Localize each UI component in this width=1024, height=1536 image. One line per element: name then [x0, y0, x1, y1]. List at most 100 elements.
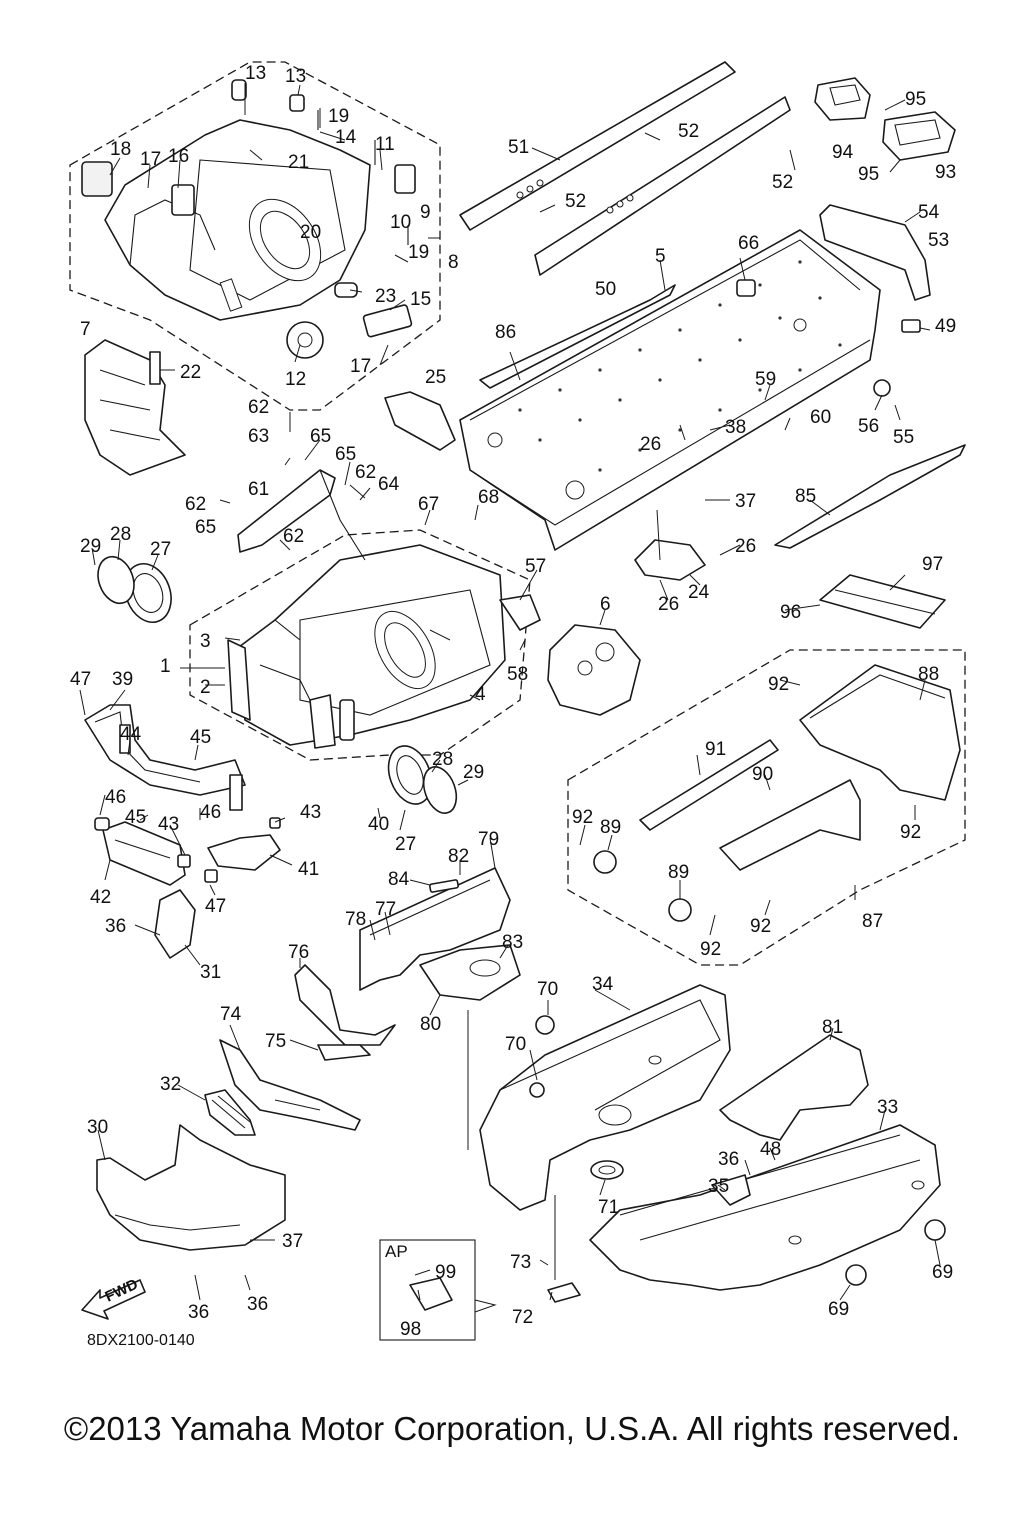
callout-78: 78 — [345, 909, 366, 930]
callout-51: 51 — [508, 137, 529, 158]
callout-40: 40 — [368, 814, 389, 835]
callout-25: 25 — [425, 367, 446, 388]
callout-44: 44 — [120, 724, 142, 745]
callout-26c: 26 — [658, 594, 679, 615]
ap-inset-label: AP — [385, 1242, 408, 1261]
callout-43b: 43 — [300, 802, 321, 823]
callout-20: 20 — [300, 222, 321, 243]
callout-35: 35 — [708, 1176, 729, 1197]
lower-right-group — [589, 1034, 946, 1291]
callout-91: 91 — [705, 739, 726, 760]
diagram-code: 8DX2100-0140 — [87, 1332, 195, 1349]
callout-42: 42 — [90, 887, 111, 908]
lower-center-group — [479, 984, 731, 1211]
callout-27a: 27 — [150, 539, 171, 560]
callout-65b: 65 — [335, 444, 356, 465]
callout-92d: 92 — [750, 916, 771, 937]
callout-43a: 43 — [158, 814, 179, 835]
callout-69b: 69 — [828, 1299, 849, 1320]
callout-57: 57 — [525, 556, 546, 577]
callout-23: 23 — [375, 286, 396, 307]
side-panels-center-group — [359, 867, 521, 1001]
callout-36a: 36 — [105, 916, 126, 937]
callout-37b: 37 — [282, 1231, 303, 1252]
callout-39: 39 — [112, 669, 133, 690]
callout-66: 66 — [738, 233, 759, 254]
callout-14: 14 — [335, 127, 357, 148]
callout-77: 77 — [375, 899, 396, 920]
callout-98: 98 — [400, 1319, 421, 1340]
callout-56: 56 — [858, 416, 879, 437]
callout-6: 6 — [600, 594, 611, 615]
callout-62a: 62 — [248, 397, 269, 418]
callout-17b: 17 — [350, 356, 371, 377]
callout-76: 76 — [288, 942, 309, 963]
tunnel-rivets — [518, 260, 842, 472]
callout-17a: 17 — [140, 149, 161, 170]
callout-22: 22 — [180, 362, 201, 383]
callout-97: 97 — [922, 554, 943, 575]
bumper-group — [84, 704, 281, 959]
callout-15: 15 — [410, 289, 431, 310]
callout-11: 11 — [375, 134, 395, 155]
callout-31: 31 — [200, 962, 221, 983]
callout-84: 84 — [388, 869, 410, 890]
callout-45b: 45 — [125, 807, 146, 828]
callout-70b: 70 — [505, 1034, 526, 1055]
callout-45a: 45 — [190, 727, 211, 748]
callout-92c: 92 — [900, 822, 921, 843]
leader-lines — [79, 83, 941, 1301]
callout-88: 88 — [918, 664, 939, 685]
callout-64: 64 — [378, 474, 400, 495]
callout-59: 59 — [755, 369, 776, 390]
callout-65a: 65 — [310, 426, 331, 447]
callout-12: 12 — [285, 369, 306, 390]
callout-48: 48 — [760, 1139, 781, 1160]
callout-36c: 36 — [247, 1294, 268, 1315]
callout-3: 3 — [200, 631, 211, 652]
callout-1: 1 — [160, 656, 171, 677]
callout-labels: 13 13 19 14 11 18 17 16 21 9 10 20 19 8 … — [70, 63, 956, 1340]
footrest-caps-group — [814, 77, 956, 161]
callout-83: 83 — [502, 932, 523, 953]
callout-79: 79 — [478, 829, 499, 850]
callout-69a: 69 — [932, 1262, 953, 1283]
callout-27b: 27 — [395, 834, 416, 855]
callout-13b: 13 — [285, 66, 306, 87]
callout-47a: 47 — [70, 669, 91, 690]
callout-73: 73 — [510, 1252, 531, 1273]
callout-37a: 37 — [735, 491, 756, 512]
callout-50: 50 — [595, 279, 616, 300]
callout-65c: 65 — [195, 517, 216, 538]
callout-9: 9 — [420, 202, 431, 223]
callout-18: 18 — [110, 139, 131, 160]
callout-62c: 62 — [185, 494, 206, 515]
callout-55: 55 — [893, 427, 914, 448]
callout-80: 80 — [420, 1014, 441, 1035]
callout-46b: 46 — [200, 802, 221, 823]
callout-67: 67 — [418, 494, 439, 515]
callout-19a: 19 — [328, 106, 349, 127]
callout-75: 75 — [265, 1031, 286, 1052]
callout-28b: 28 — [432, 749, 453, 770]
callout-92e: 92 — [700, 939, 721, 960]
callout-61: 61 — [248, 479, 269, 500]
callout-62d: 62 — [283, 526, 304, 547]
copyright-notice: ©2013 Yamaha Motor Corporation, U.S.A. A… — [63, 1410, 961, 1447]
callout-92b: 92 — [572, 807, 593, 828]
callout-52c: 52 — [772, 172, 793, 193]
callout-53: 53 — [928, 230, 949, 251]
callout-29b: 29 — [463, 762, 484, 783]
callout-33: 33 — [877, 1097, 898, 1118]
callout-58: 58 — [507, 664, 528, 685]
callout-28a: 28 — [110, 524, 131, 545]
callout-99: 99 — [435, 1262, 456, 1283]
callout-85: 85 — [795, 486, 816, 507]
callout-36d: 36 — [718, 1149, 739, 1170]
callout-52b: 52 — [565, 191, 586, 212]
callout-4: 4 — [475, 684, 486, 705]
callout-38: 38 — [725, 417, 746, 438]
callout-96: 96 — [780, 602, 801, 623]
callout-68: 68 — [478, 487, 499, 508]
